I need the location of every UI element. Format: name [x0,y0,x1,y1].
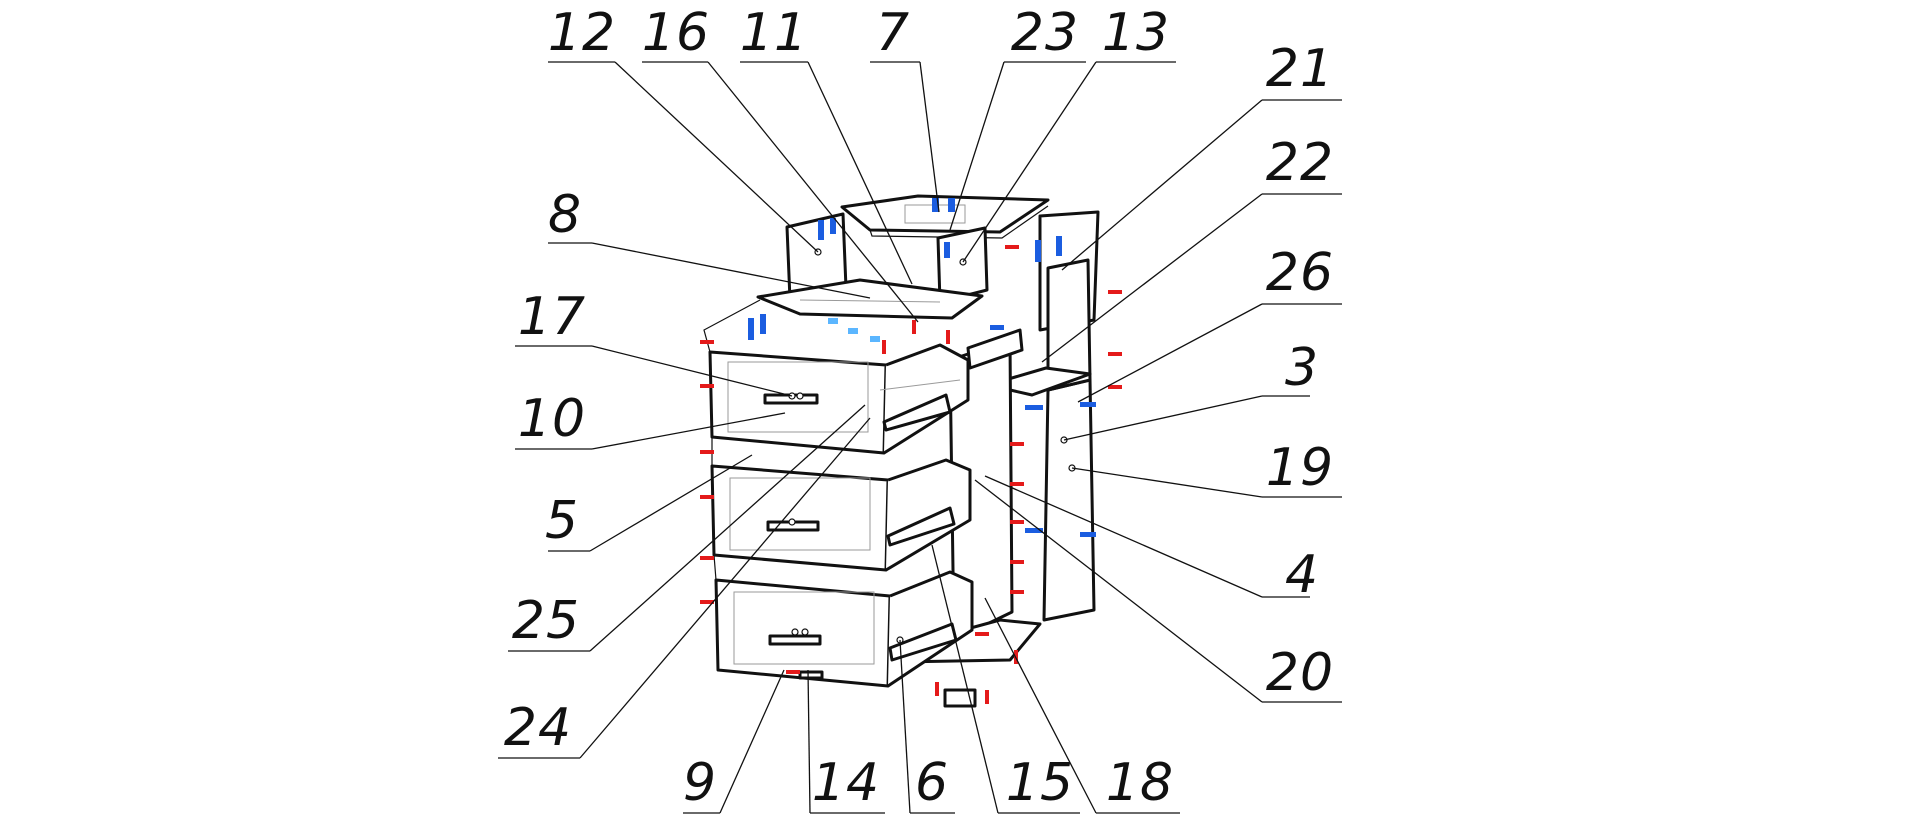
blue-cams [990,325,1096,537]
callout-leader-line [591,412,786,450]
callout-number: 26 [1266,243,1334,303]
callout-leader-line [1041,193,1263,363]
callout-3: 3 [1063,338,1319,441]
drawer-box-2 [885,458,972,572]
callout-leader-line [591,345,793,397]
callout-number: 18 [1106,753,1174,813]
callout-leader-line [1071,467,1263,498]
callout-leader-line [614,61,819,253]
callout-number: 19 [1266,438,1334,498]
callout-21: 21 [1061,39,1342,271]
callout-number: 4 [1285,545,1319,605]
callout-leader-line [919,61,940,213]
callout-26: 26 [1077,243,1342,403]
callout-25: 25 [508,404,866,652]
callout-leader-line [974,479,1263,703]
drawer-front-1 [708,350,888,455]
callout-leader-line [949,61,1005,231]
drawer-box-1 [879,343,970,455]
callout-10: 10 [515,389,786,450]
drawer-box-3 [887,570,974,688]
upper-right-side-panel [936,226,989,304]
callout-19: 19 [1071,438,1342,498]
callout-4: 4 [984,475,1319,605]
callout-number: 23 [1011,3,1079,63]
callout-13: 13 [962,3,1176,263]
callout-number: 9 [683,753,717,813]
middle-shelf [756,278,984,320]
callout-24: 24 [498,417,871,759]
callout-number: 7 [876,3,910,63]
callout-leader-line [962,61,1097,263]
callout-number: 15 [1006,753,1074,813]
callout-20: 20 [974,479,1342,703]
callout-number: 12 [548,3,616,63]
callout-15: 15 [931,544,1080,814]
callout-18: 18 [984,597,1180,814]
callout-number: 8 [548,185,582,245]
callout-leader-line [719,669,785,814]
callout-number: 14 [812,753,880,813]
shelf-22 [986,366,1092,397]
callout-number: 6 [915,753,949,813]
callout-22: 22 [1041,133,1342,363]
callout-11: 11 [740,3,913,285]
callout-number: 17 [518,287,586,347]
right-front-side-panel [1042,258,1096,622]
callout-leader-line [807,61,913,285]
callout-leader-line [707,61,919,323]
callout-9: 9 [683,669,785,814]
callout-number: 3 [1285,338,1319,398]
callout-5: 5 [545,454,753,552]
callout-number: 13 [1102,3,1170,63]
callout-leader-line [589,404,866,652]
drawer-front-3 [714,578,892,688]
callout-number: 10 [518,389,586,449]
top-board [840,194,1050,239]
center-partition [948,328,1024,642]
callout-number: 20 [1266,643,1334,703]
callout-number: 25 [512,591,580,651]
callout-number: 24 [504,698,572,758]
callout-leader-line [984,597,1097,814]
callout-leader-line [1061,99,1263,271]
callout-17: 17 [515,287,793,397]
callout-leader-line [1077,303,1263,403]
callout-leader-line [984,475,1263,598]
callout-leader-line [1063,395,1263,441]
callout-number: 11 [740,3,808,63]
callout-number: 16 [642,3,710,63]
callout-leader-line [931,544,999,814]
callout-16: 16 [642,3,919,323]
callout-6: 6 [899,639,955,814]
callout-12: 12 [548,3,819,253]
callout-14: 14 [807,669,885,814]
callout-8: 8 [548,185,871,299]
callout-leader-line [591,242,871,299]
callout-leader-line [899,639,911,814]
callout-leader-line [589,454,753,552]
callout-labels: 12 16 11 7 23 13 21 22 26 3 19 4 20 8 17 10 5 25 24 9 14 6 15 1… [498,3,1342,814]
callout-7: 7 [870,3,940,213]
cabinet-exploded-view [700,194,1122,708]
callout-leader-line [579,417,871,759]
callout-23: 23 [949,3,1086,231]
callout-number: 5 [545,491,579,551]
callout-number: 22 [1266,133,1334,193]
callout-leader-line [807,669,811,814]
callout-number: 21 [1266,39,1334,99]
